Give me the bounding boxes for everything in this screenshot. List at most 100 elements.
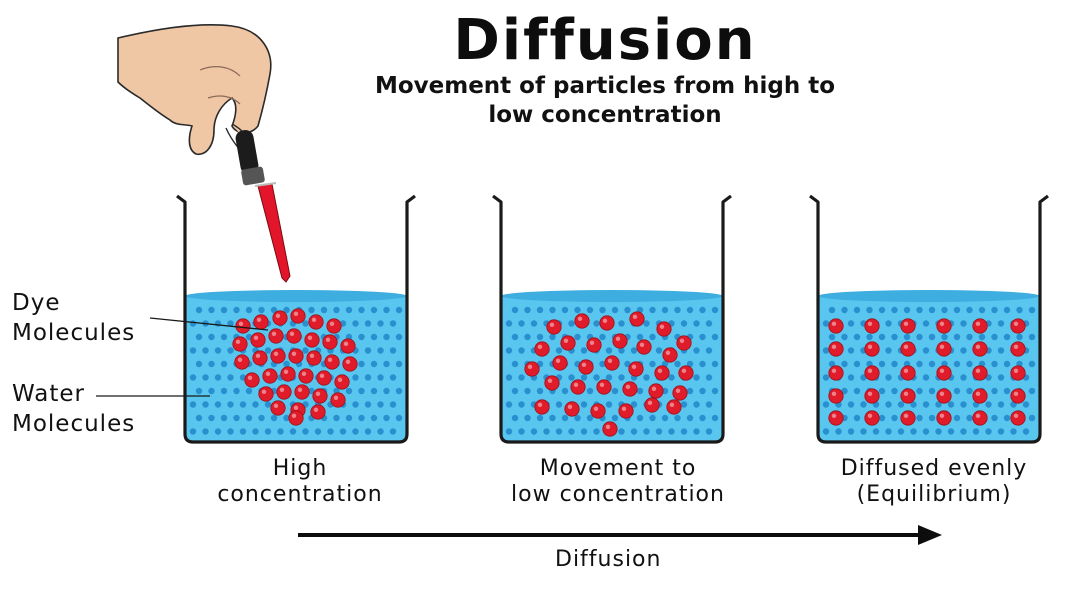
water-molecule: [928, 414, 936, 422]
water-molecule: [828, 306, 836, 314]
water-molecule: [555, 428, 563, 435]
water-molecule: [866, 333, 873, 341]
dye-highlight: [283, 369, 289, 374]
dye-highlight: [831, 344, 837, 349]
water-molecule: [922, 401, 930, 408]
water-molecule: [189, 374, 197, 381]
water-molecule: [327, 428, 334, 435]
dye-highlight: [651, 386, 657, 391]
dye-highlight: [333, 395, 339, 400]
water-molecule: [674, 360, 681, 368]
water-molecule: [333, 414, 340, 422]
arrow-head-icon: [918, 525, 942, 545]
dye-molecule: [524, 361, 540, 377]
water-molecule: [227, 374, 234, 381]
water-molecule: [680, 401, 688, 408]
dye-molecule: [828, 388, 844, 404]
dye-molecule: [628, 361, 644, 377]
water-molecule: [966, 306, 973, 314]
water-molecule: [580, 401, 588, 408]
dye-molecule: [1010, 318, 1026, 334]
dropper-tube-dye: [257, 183, 291, 283]
water-molecule: [252, 428, 259, 435]
dye-molecule: [656, 321, 672, 337]
water-molecule: [960, 374, 967, 381]
water-molecule: [947, 428, 955, 435]
water-molecule: [358, 387, 365, 395]
water-molecule: [1028, 387, 1036, 395]
water-molecule: [853, 306, 861, 314]
dye-molecule: [1010, 341, 1026, 357]
water-molecule: [1003, 414, 1011, 422]
water-molecule: [611, 387, 619, 395]
dye-highlight: [1013, 413, 1019, 418]
water-molecule: [308, 306, 315, 314]
beaker-1: [176, 194, 416, 444]
water-molecule: [536, 306, 544, 314]
water-molecule: [1016, 306, 1023, 314]
dye-molecule: [864, 365, 880, 381]
water-molecule: [693, 428, 700, 435]
dye-highlight: [345, 359, 351, 364]
dye-molecule: [280, 366, 296, 382]
water-molecule: [320, 306, 328, 314]
water-molecule: [555, 347, 563, 354]
dye-molecule: [900, 388, 916, 404]
water-molecule: [189, 347, 197, 354]
water-molecule: [239, 428, 247, 435]
dye-molecule: [326, 318, 342, 334]
dye-molecule: [604, 355, 620, 371]
dye-molecule: [340, 338, 356, 354]
water-molecule: [283, 306, 290, 314]
water-molecule: [916, 387, 923, 395]
water-molecule: [872, 428, 880, 435]
dye-molecule: [586, 337, 602, 353]
water-molecule: [680, 428, 688, 435]
water-molecule: [960, 320, 967, 327]
dye-highlight: [265, 371, 271, 376]
water-molecule: [214, 428, 222, 435]
dye-molecule: [250, 332, 266, 348]
dye-highlight: [297, 387, 303, 392]
dye-highlight: [975, 344, 981, 349]
dye-highlight: [975, 391, 981, 396]
water-molecule: [661, 414, 669, 422]
water-molecule: [903, 306, 911, 314]
dye-highlight: [555, 358, 561, 363]
dye-molecule: [312, 388, 328, 404]
water-molecule: [505, 374, 513, 381]
water-molecule: [841, 333, 848, 341]
dye-molecule: [290, 308, 306, 324]
water-molecule: [345, 387, 353, 395]
water-molecule: [358, 333, 365, 341]
water-molecule: [518, 347, 525, 354]
dye-molecule: [308, 314, 324, 330]
water-molecule: [903, 333, 911, 341]
water-molecule: [624, 360, 631, 368]
water-molecule: [189, 401, 197, 408]
water-molecule: [530, 320, 538, 327]
dye-molecule: [828, 410, 844, 426]
water-molecule: [636, 387, 644, 395]
water-molecule: [574, 306, 581, 314]
water-molecule: [711, 387, 719, 395]
water-molecule: [352, 401, 359, 408]
water-molecule: [352, 320, 359, 327]
water-molecule: [395, 387, 403, 395]
dye-highlight: [831, 321, 837, 326]
dye-molecule: [235, 318, 251, 334]
water-molecule: [593, 374, 600, 381]
dye-molecule: [578, 359, 594, 375]
water-molecule: [643, 374, 650, 381]
water-molecule: [611, 306, 619, 314]
dye-highlight: [293, 311, 299, 316]
water-molecule: [847, 401, 855, 408]
water-molecule: [1022, 401, 1030, 408]
water-molecule: [270, 306, 278, 314]
water-molecule: [195, 306, 203, 314]
dye-highlight: [939, 391, 945, 396]
dye-molecule: [828, 318, 844, 334]
water-molecule: [195, 414, 203, 422]
water-molecule: [686, 306, 694, 314]
water-molecule: [536, 387, 544, 395]
